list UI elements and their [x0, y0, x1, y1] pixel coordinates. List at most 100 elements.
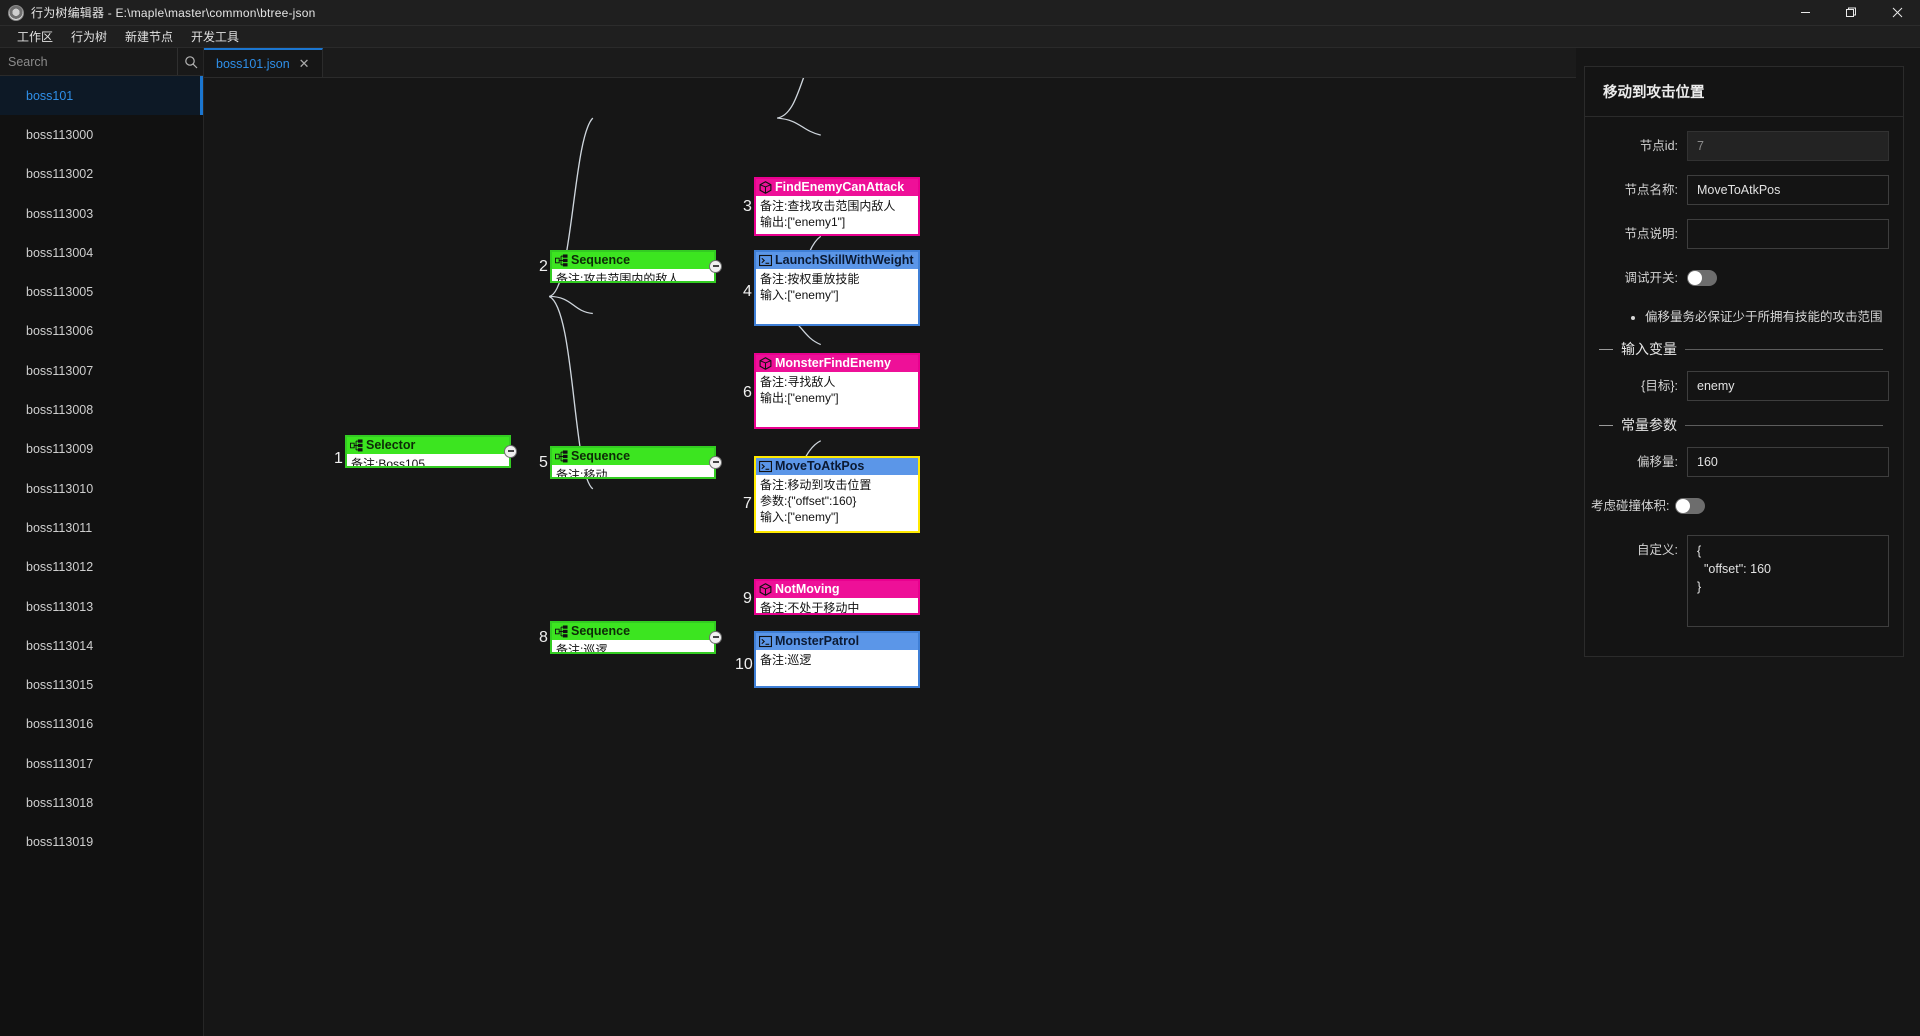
file-list-item[interactable]: boss113012 — [0, 548, 203, 587]
file-list-item[interactable]: boss113007 — [0, 351, 203, 390]
file-list-item[interactable]: boss113014 — [0, 626, 203, 665]
tree-node-output-plug[interactable] — [709, 630, 722, 644]
tree-node-body: 备注:查找攻击范围内敌人输出:["enemy1"] — [756, 196, 918, 233]
section-const-params-title: 常量参数 — [1621, 417, 1677, 433]
close-button[interactable] — [1874, 0, 1920, 26]
tree-node-index: 4 — [743, 283, 752, 300]
tree-node-output-plug[interactable] — [709, 259, 722, 273]
tree-node-row: 备注:查找攻击范围内敌人 — [760, 199, 896, 213]
file-list-item[interactable]: boss113006 — [0, 312, 203, 351]
file-list-item[interactable]: boss113002 — [0, 155, 203, 194]
file-list-item[interactable]: boss113017 — [0, 744, 203, 783]
menu-new-node[interactable]: 新建节点 — [125, 30, 174, 44]
file-list-item[interactable]: boss113011 — [0, 508, 203, 547]
menu-workspace[interactable]: 工作区 — [17, 30, 54, 44]
file-list-item[interactable]: boss101 — [0, 76, 203, 116]
tree-node-title: MonsterPatrol — [775, 634, 860, 648]
collision-toggle[interactable] — [1675, 498, 1706, 514]
field-custom-json: 自定义: — [1591, 535, 1889, 632]
file-list-item[interactable]: boss113008 — [0, 390, 203, 429]
node-desc-input[interactable] — [1687, 219, 1889, 249]
tree-node[interactable]: NotMoving 备注:不处于移动中 — [754, 579, 920, 615]
file-list-item-label: boss113000 — [26, 127, 94, 142]
custom-json-label: 自定义: — [1637, 543, 1678, 557]
file-list-item-label: boss101 — [26, 88, 74, 103]
tree-node-title: LaunchSkillWithWeight — [775, 253, 914, 267]
search-input[interactable] — [0, 48, 177, 75]
section-collapse-icon[interactable] — [1599, 424, 1613, 426]
maximize-button[interactable] — [1828, 0, 1874, 26]
tree-node-body: 备注:不处于移动中 — [756, 598, 918, 613]
tree-node-body: 备注:巡逻 — [552, 640, 714, 652]
tree-node-output-plug[interactable] — [709, 455, 722, 469]
file-list-item[interactable]: boss113003 — [0, 194, 203, 233]
search-button[interactable] — [177, 48, 203, 75]
file-list-item[interactable]: boss113013 — [0, 587, 203, 626]
file-list-item[interactable]: boss113018 — [0, 783, 203, 822]
tree-node-header: Sequence — [552, 623, 714, 640]
file-list-item[interactable]: boss113004 — [0, 233, 203, 272]
tree-node-row: 输出:["enemy1"] — [760, 215, 846, 229]
console-icon — [759, 635, 772, 648]
file-list-item-label: boss113006 — [26, 324, 94, 339]
file-list-item[interactable]: boss113005 — [0, 272, 203, 311]
section-rule — [1685, 348, 1883, 350]
collision-toggle-knob — [1676, 499, 1691, 513]
hierarchy-icon — [350, 439, 363, 452]
file-list-item-label: boss113018 — [26, 795, 94, 810]
window-title: 行为树编辑器 - E:\maple\master\common\btree-js… — [31, 6, 316, 20]
menu-dev-tools[interactable]: 开发工具 — [191, 30, 240, 44]
section-input-vars: 输入变量 — [1599, 339, 1889, 359]
file-list-item-label: boss113004 — [26, 245, 94, 260]
file-list-item[interactable]: boss113009 — [0, 430, 203, 469]
debug-toggle-label: 调试开关: — [1624, 271, 1678, 285]
node-id-input — [1687, 131, 1889, 161]
tab-bar: boss101.json ✕ — [204, 48, 1576, 78]
editor-area: boss101.json ✕ — [204, 48, 1576, 1036]
section-const-params: 常量参数 — [1599, 415, 1889, 435]
file-list-item-label: boss113013 — [26, 599, 94, 614]
link-2-4 — [777, 117, 821, 136]
tree-node-row: 输入:["enemy"] — [760, 510, 839, 524]
file-list-item[interactable]: boss113015 — [0, 665, 203, 704]
tab-close-icon[interactable]: ✕ — [298, 56, 310, 71]
file-list-item[interactable]: boss113019 — [0, 823, 203, 862]
tree-node-index: 8 — [539, 629, 548, 646]
tree-node-title: NotMoving — [775, 582, 840, 596]
file-list-item[interactable]: boss113010 — [0, 469, 203, 508]
hierarchy-icon — [555, 450, 568, 463]
node-name-input[interactable] — [1687, 175, 1889, 205]
tree-node-index: 7 — [743, 495, 752, 512]
offset-input[interactable] — [1687, 447, 1889, 477]
section-collapse-icon[interactable] — [1599, 348, 1613, 350]
tree-node-title: MoveToAtkPos — [775, 459, 865, 473]
file-list-item-label: boss113014 — [26, 638, 94, 653]
tree-node-body: 备注:移动 — [552, 465, 714, 477]
target-var-input[interactable] — [1687, 371, 1889, 401]
tree-node-output-plug[interactable] — [504, 444, 517, 458]
file-list-item-label: boss113011 — [26, 520, 93, 535]
field-target-var: {目标}: — [1591, 371, 1889, 401]
file-list-item[interactable]: boss113016 — [0, 705, 203, 744]
menu-behavior-tree[interactable]: 行为树 — [71, 30, 108, 44]
debug-toggle[interactable] — [1687, 270, 1717, 286]
file-list-item[interactable]: boss113000 — [0, 115, 203, 154]
section-rule — [1685, 424, 1883, 426]
file-list-item-label: boss113005 — [26, 285, 94, 300]
tab-boss101[interactable]: boss101.json ✕ — [204, 48, 323, 77]
field-offset: 偏移量: — [1591, 447, 1889, 477]
custom-json-textarea[interactable] — [1687, 535, 1889, 627]
minimize-button[interactable] — [1782, 0, 1828, 26]
